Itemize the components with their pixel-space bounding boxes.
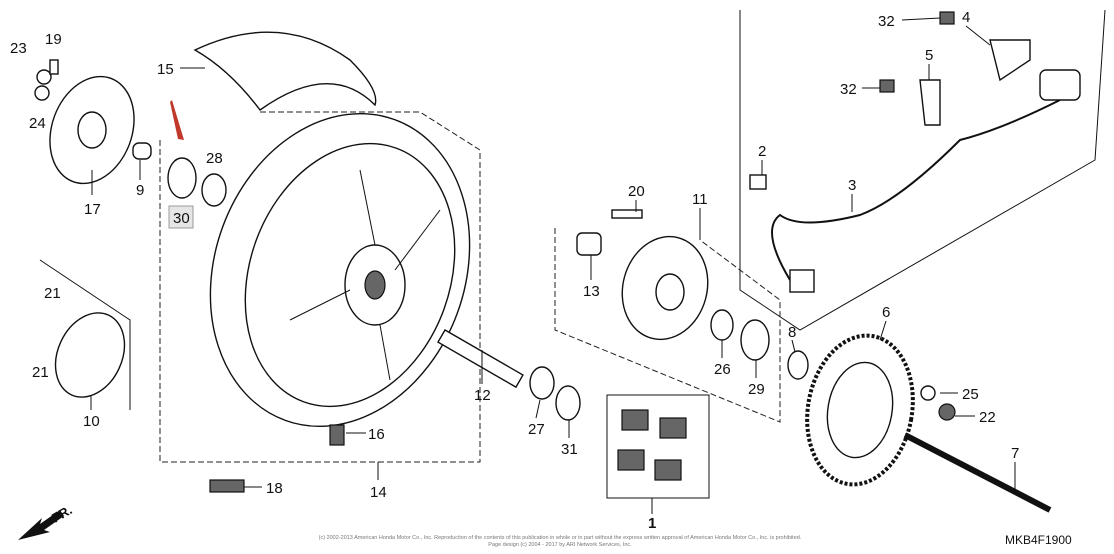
callout-20[interactable]: 20	[628, 183, 645, 200]
wheel-part	[209, 112, 471, 428]
connector-part	[789, 269, 815, 293]
wheel-group-box	[159, 111, 481, 463]
bolt-32b-part	[879, 79, 895, 93]
callout-14[interactable]: 14	[370, 484, 387, 501]
axle-part	[903, 432, 1052, 513]
washer-25-part	[920, 385, 936, 401]
bolt-32a-part	[939, 11, 955, 25]
callout-9[interactable]: 9	[136, 182, 144, 199]
collar-part	[132, 142, 152, 160]
copyright-line-1: (c) 2002-2013 American Honda Motor Co., …	[318, 535, 802, 541]
stud-part	[576, 232, 602, 256]
callout-32a[interactable]: 32	[878, 13, 895, 30]
callout-12[interactable]: 12	[474, 387, 491, 404]
callout-19[interactable]: 19	[45, 31, 62, 48]
copyright-line-2: Page design (c) 2004 - 2017 by ARI Netwo…	[488, 542, 632, 548]
nut-part	[36, 69, 52, 85]
bracket-part	[989, 39, 1031, 82]
distance-collar-part	[437, 329, 524, 389]
diagram-code: MKB4F1900	[1005, 533, 1072, 547]
callout-1[interactable]: 1	[648, 515, 656, 532]
front-arrow-icon	[18, 510, 64, 540]
callout-15[interactable]: 15	[157, 61, 174, 78]
copyright-notice: (c) 2002-2013 American Honda Motor Co., …	[300, 535, 820, 549]
nut-22-part	[938, 403, 956, 421]
callout-16[interactable]: 16	[368, 426, 385, 443]
hub-group-box	[554, 228, 781, 423]
callout-28[interactable]: 28	[206, 150, 223, 167]
callout-25[interactable]: 25	[962, 386, 979, 403]
hub-flange-part	[621, 235, 709, 341]
bearing-part	[201, 173, 227, 207]
tire-part	[193, 31, 377, 111]
weight-part	[209, 479, 245, 493]
callout-27[interactable]: 27	[528, 421, 545, 438]
pulser-ring-part	[54, 312, 126, 398]
highlight-arrow-icon	[170, 100, 184, 140]
highlight-box	[168, 205, 194, 229]
damper-group-box	[606, 394, 710, 499]
callout-18[interactable]: 18	[266, 480, 283, 497]
sprocket-part	[805, 333, 915, 487]
brake-disc-part	[49, 75, 135, 185]
pulser-group-box	[39, 259, 131, 410]
callout-5[interactable]: 5	[925, 47, 933, 64]
callout-10[interactable]: 10	[83, 413, 100, 430]
oil-seal-part	[167, 157, 197, 199]
bolt-20-part	[611, 209, 643, 219]
clamp-part	[749, 174, 767, 190]
callout-11[interactable]: 11	[692, 191, 708, 208]
callout-29[interactable]: 29	[748, 381, 765, 398]
callout-17[interactable]: 17	[84, 201, 101, 218]
callout-4[interactable]: 4	[962, 9, 970, 26]
callout-21b[interactable]: 21	[32, 364, 49, 381]
bolt-part	[49, 59, 59, 75]
callout-32b[interactable]: 32	[840, 81, 857, 98]
callout-8[interactable]: 8	[788, 324, 796, 341]
collar-8-part	[787, 350, 809, 380]
damper-part	[617, 409, 687, 481]
o-ring-part	[555, 385, 581, 421]
seal-29-part	[740, 319, 770, 361]
sensor-wire-part	[771, 99, 1061, 281]
bearing-26-part	[710, 309, 734, 341]
callout-6[interactable]: 6	[882, 304, 890, 321]
callout-3[interactable]: 3	[848, 177, 856, 194]
callout-13[interactable]: 13	[583, 283, 600, 300]
callout-21a[interactable]: 21	[44, 285, 61, 302]
callout-24[interactable]: 24	[29, 115, 46, 132]
bearing-27-part	[529, 366, 555, 400]
valve-part	[329, 424, 345, 446]
leader-lines	[90, 17, 1016, 514]
callout-22[interactable]: 22	[979, 409, 996, 426]
callout-26[interactable]: 26	[714, 361, 731, 378]
sensor-group-box	[739, 9, 1106, 331]
speed-sensor-part	[1039, 69, 1081, 101]
callout-23[interactable]: 23	[10, 40, 27, 57]
callout-30[interactable]: 30	[173, 210, 190, 227]
callout-7[interactable]: 7	[1011, 445, 1019, 462]
stay-part	[919, 79, 941, 126]
washer-part	[34, 85, 50, 101]
callout-31[interactable]: 31	[561, 441, 578, 458]
callout-2[interactable]: 2	[758, 143, 766, 160]
